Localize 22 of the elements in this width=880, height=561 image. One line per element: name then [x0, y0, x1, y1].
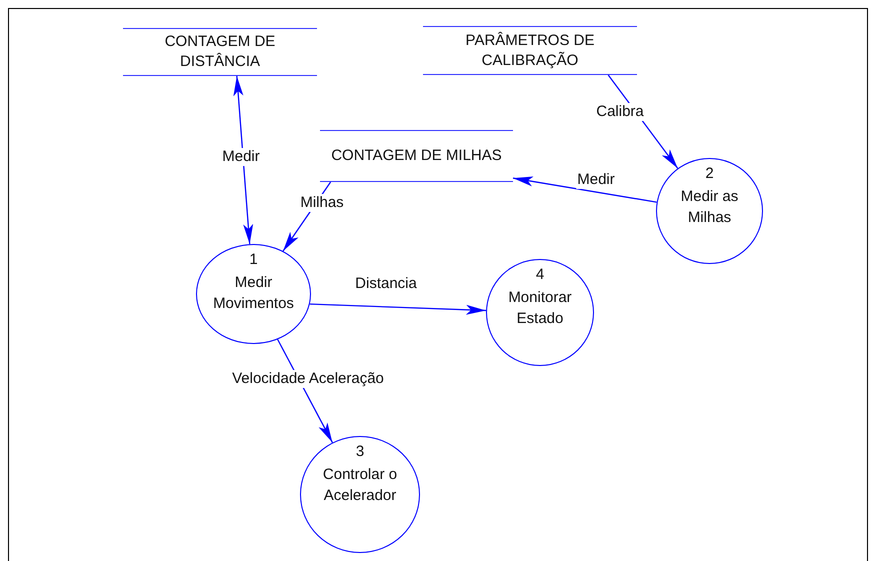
process-label: Monitorar Estado — [507, 288, 573, 329]
edge-label: Milhas — [299, 194, 345, 212]
edge-label: Medir — [576, 171, 616, 189]
store-label: PARÂMETROS DE CALIBRAÇÃO — [464, 30, 596, 70]
process-number: 3 — [356, 442, 364, 462]
edge-label: Velocidade Aceleração — [231, 370, 385, 388]
edge-label: Medir — [221, 148, 261, 166]
process-number: 4 — [536, 265, 544, 285]
data-store — [320, 130, 513, 182]
process-number: 1 — [249, 250, 258, 270]
store-label: CONTAGEM DE DISTÂNCIA — [164, 32, 276, 72]
arrow — [233, 76, 254, 244]
process-label: Medir as Milhas — [680, 187, 740, 228]
process-number: 2 — [705, 164, 714, 184]
process-label: Medir Movimentos — [212, 273, 295, 314]
process-label: Controlar o Acelerador — [322, 465, 398, 506]
arrow — [512, 176, 657, 203]
arrow — [310, 303, 486, 315]
data-store — [123, 28, 317, 76]
store-label: CONTAGEM DE MILHAS — [330, 146, 503, 166]
edge-label: Calibra — [595, 103, 645, 121]
data-store — [423, 26, 637, 75]
